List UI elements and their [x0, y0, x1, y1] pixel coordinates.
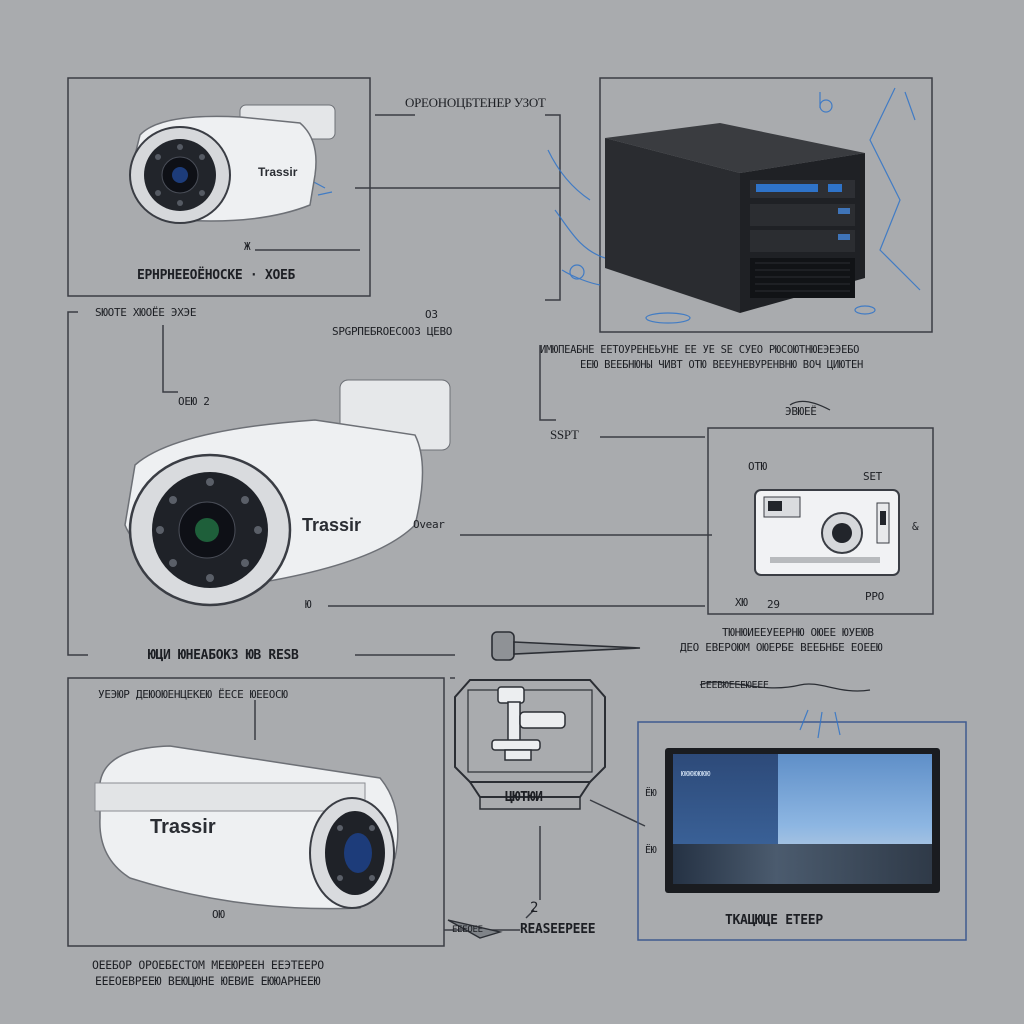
dvr-top-scribble: ЭВЮЕЁ	[785, 405, 817, 418]
player-label-and: &	[912, 520, 919, 533]
mount-bracket	[450, 672, 610, 812]
camera-3-tag: ОЮ	[212, 908, 225, 921]
camera-1-brand: Trassir	[258, 165, 298, 179]
control-device	[752, 485, 902, 580]
camera-1-caption: ЕРНРНЕЕОЁНОСКЕ · ХОЕБ	[137, 268, 296, 283]
player-label-ppo: РРО	[865, 590, 884, 603]
player-caption-1: ТЮНЮИЕЕУЕЕРНЮ ОЮЕЕ ЮУЕЮВ	[722, 626, 874, 639]
camera-2-tag-right: Оvеаr	[413, 518, 445, 531]
camera-3-caption-1: ОЕЕБОР ОРОЕБЕСТОМ МЕЕЮРЕЕН ЕЕЭТЕЕРО	[92, 958, 324, 972]
monitor-screen-bar: ЮЮЮЮЮЮЮ	[681, 770, 711, 778]
dvr-description-2: ЕЕЮ ВЕЕБНЮНЫ ЧИВТ ОТЮ ВЕЕУНЕВУРЕНВНЮ ВОЧ…	[580, 359, 864, 371]
monitor-side-top: ЁЮ	[645, 788, 657, 799]
camera-3: Trassir	[90, 738, 410, 918]
wire-label: RЕАSЕЕРЕЕЕ	[520, 922, 596, 937]
player-label-sf: SЕТ	[863, 470, 882, 483]
control-device-icon	[754, 489, 900, 576]
camera-2-label-oz: ОЗ	[425, 308, 438, 321]
camera-2-caption: ЮЦИ ЮНЕАБОКЗ ЮВ RЕSВ	[148, 648, 299, 663]
wire-caption: ЕЕЕОЕЕ	[452, 925, 483, 935]
camera-3-brand: Trassir	[150, 816, 216, 838]
player-caption-2: ДЕО ЕВЕРОЮМ ОЮЕРБЕ ВЕЕБНБЕ ЕОЕЕЮ	[680, 641, 883, 654]
monitor-side-bottom: ЁЮ	[645, 845, 657, 856]
monitor-screen: ЮЮЮЮЮЮЮ	[673, 754, 932, 884]
dvr-recorder	[600, 118, 870, 318]
monitor-screen-buildings	[673, 844, 932, 884]
monitor: ЮЮЮЮЮЮЮ	[665, 748, 940, 893]
monitor-caption: ТКАЦЮЦЕ ЕТЕЕР	[725, 913, 823, 928]
bullet-camera-icon	[124, 379, 451, 607]
bullet-camera-icon	[129, 104, 336, 224]
dvr-description-1: ИМЮПЕАБНЕ ЕЕТОУРЕНЕЬУНЕ ЕЕ УЕ SЕ СУЕО РЮ…	[540, 344, 860, 356]
camera-1: Trassir	[120, 95, 350, 245]
player-label-xk: ХЮ	[735, 596, 748, 609]
top-label: ОРЕОНОЦБТЕНЕР УЗОТ	[405, 95, 546, 110]
camera-2-tag-bottom: Ю	[305, 598, 312, 611]
camera-2-brand: Trassir	[302, 515, 362, 535]
camera-2-label-side: ОЕЮ 2	[178, 395, 210, 408]
sspt-label: SSРТ	[550, 427, 579, 442]
player-label-29: 29	[767, 598, 780, 611]
camera-1-tag: Ж	[244, 240, 251, 253]
dvr-recorder-icon	[605, 123, 865, 313]
player-label-otd: ОТЮ	[748, 460, 767, 473]
monitor-top-scribble: ЕЕЕВЮЕЕЕЮЕЕЕ	[700, 680, 769, 691]
camera-3-caption-2: ЕЕЕОЕВРЕЕЮ ВЕЮЦЮНЕ ЮЕВИЕ ЕЮЮАРНЕЕЮ	[95, 974, 321, 988]
wire-number: 2	[530, 900, 539, 916]
camera-2-label-left: SЮОТЕ ХЮОЁЕ ЭХЭЕ	[95, 306, 197, 319]
bullet-camera-icon	[94, 745, 399, 910]
mount-bracket-icon	[454, 679, 606, 810]
camera-2-label-spec: SPGPПЕБRОЕСООЗ ЦЕВО	[332, 325, 453, 338]
camera-3-label-top: УЕЭЮР ДЕЮОЮЕНЦЕКЕЮ ЁЕСЕ ЮЕЕОСЮ	[98, 688, 288, 701]
mount-label: ЦЮТЮИ	[505, 790, 543, 805]
camera-2: Trassir	[115, 375, 460, 615]
